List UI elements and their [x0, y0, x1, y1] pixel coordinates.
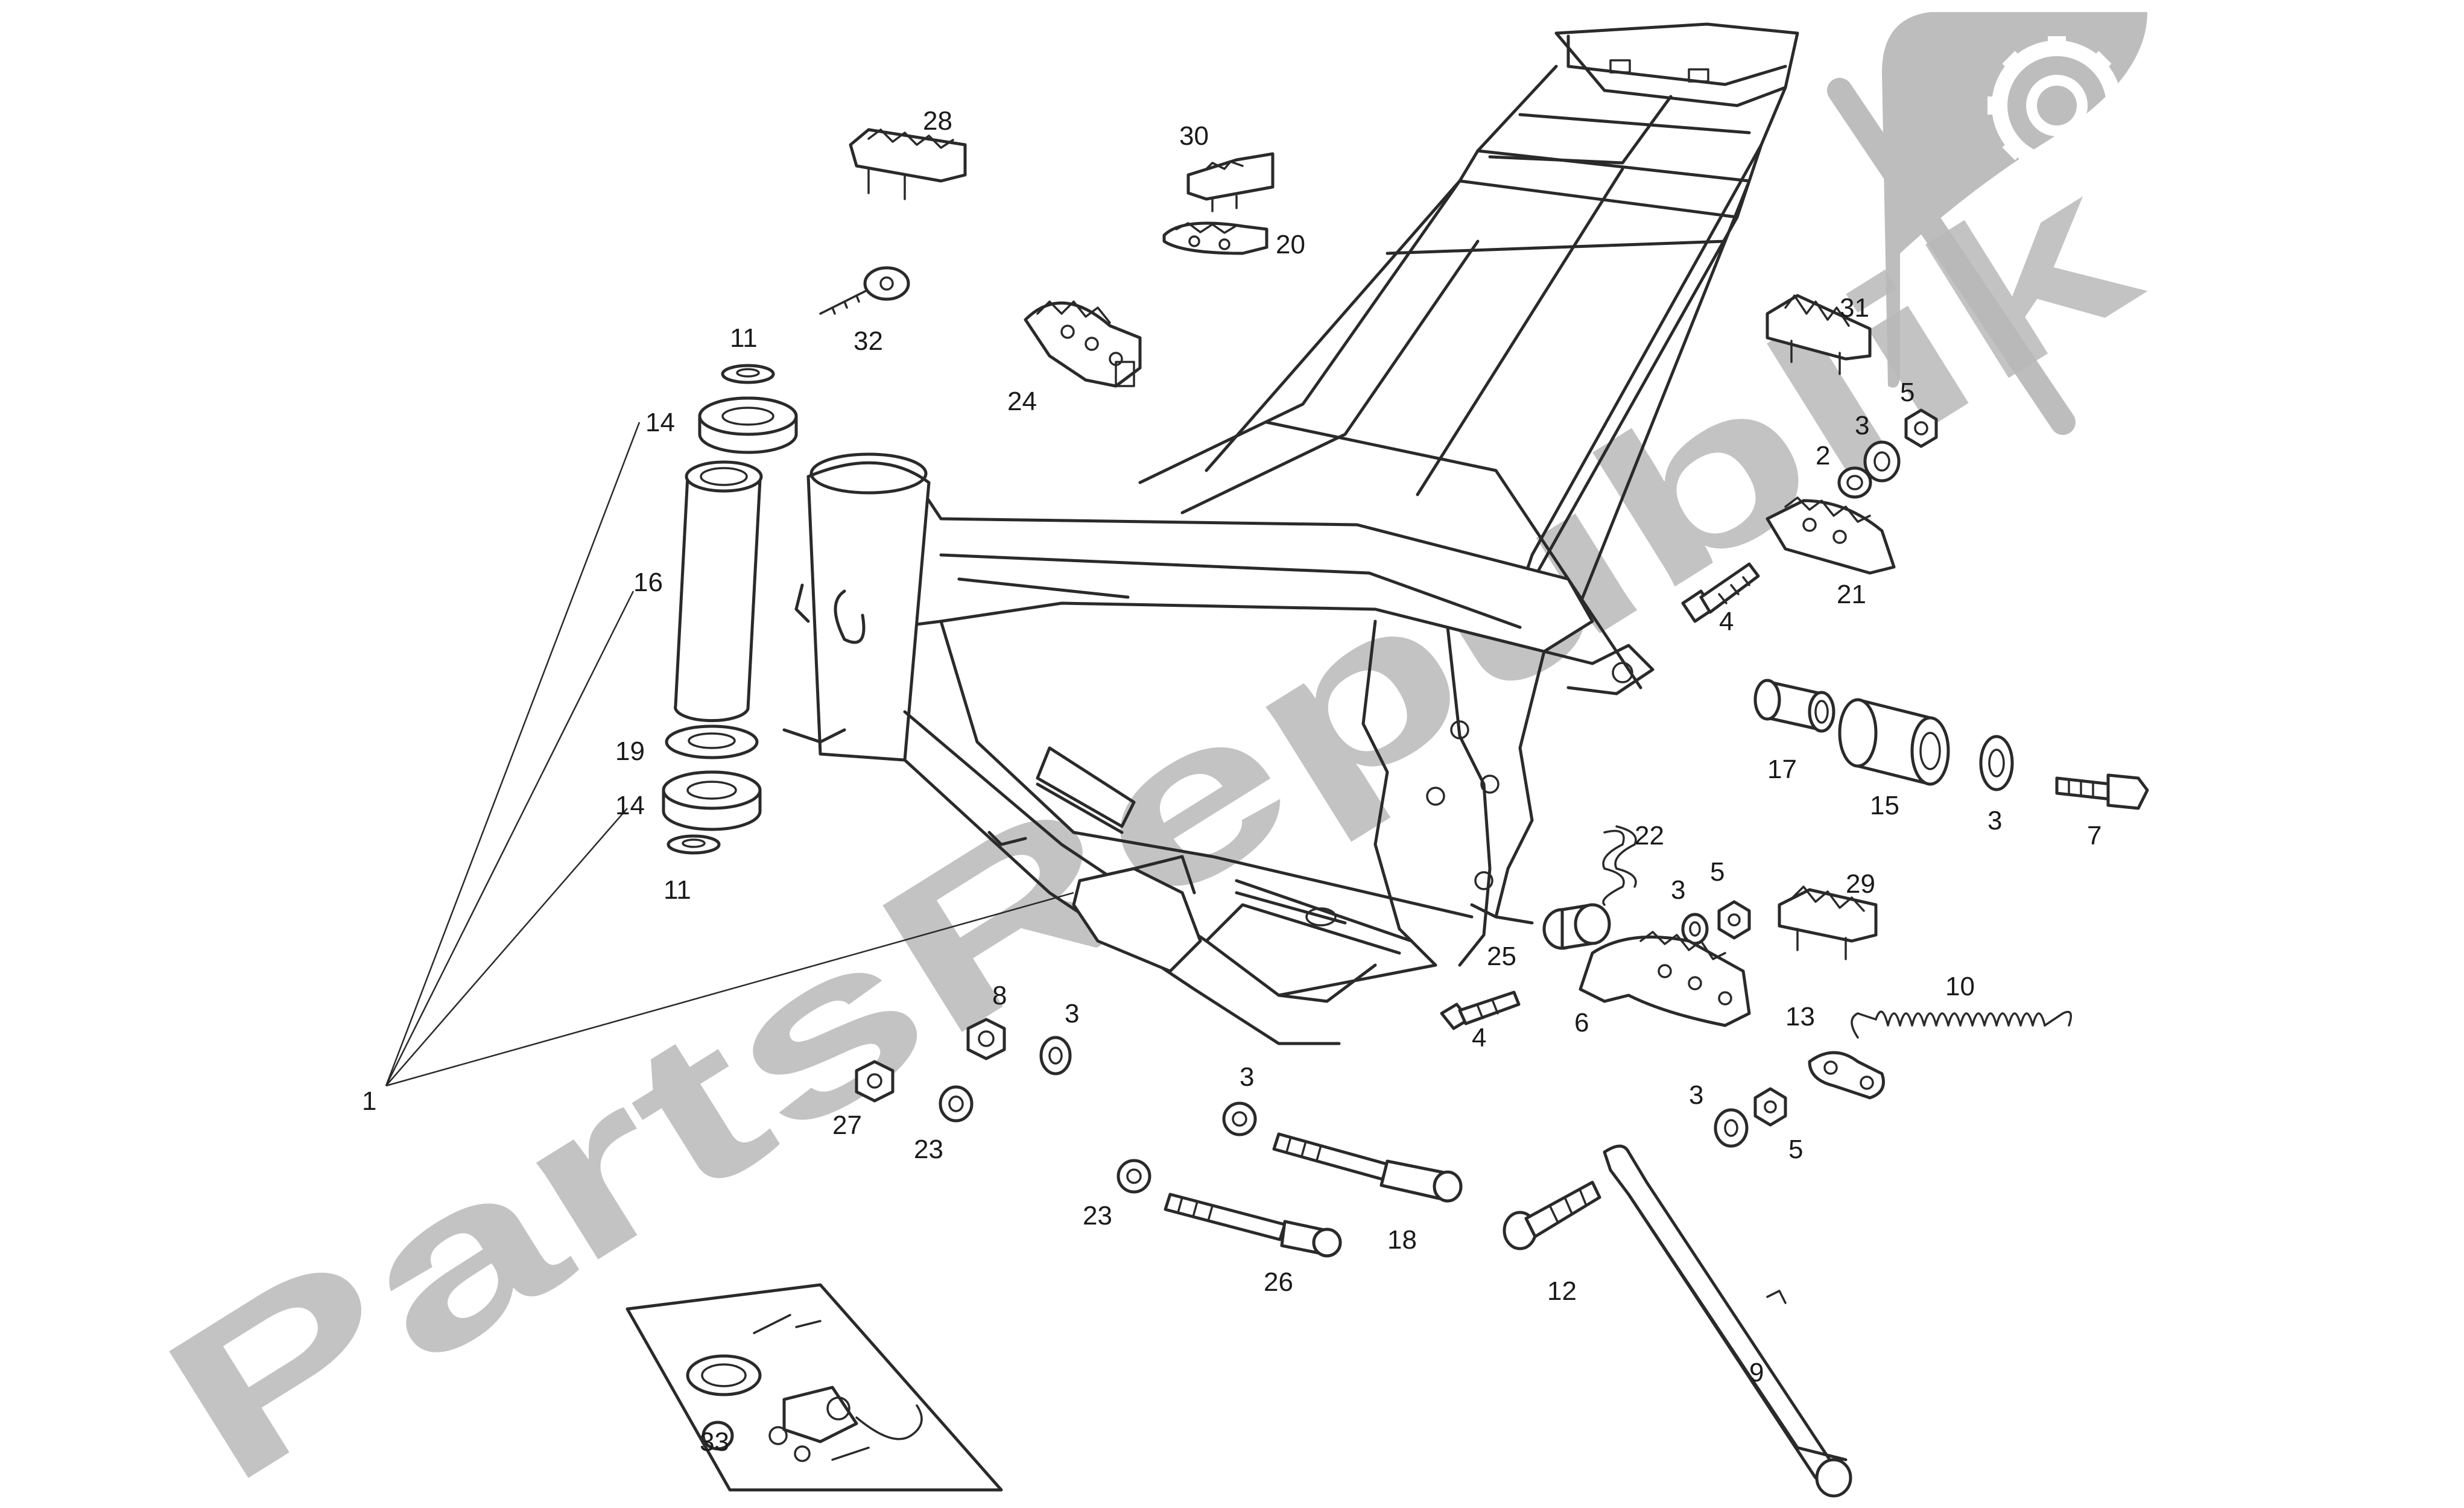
side-stand-9	[1603, 1144, 1852, 1498]
callout-label: 19	[615, 737, 645, 766]
bolt-18	[1272, 1132, 1463, 1203]
callout-label: 14	[645, 408, 675, 437]
callout-label: 5	[1788, 1135, 1803, 1164]
gear-flag-icon	[1827, 12, 2147, 435]
callout-label: 2	[1816, 441, 1830, 470]
footrest-21	[1766, 496, 1896, 575]
bolt-4-upper	[1681, 562, 1760, 623]
callout-label: 21	[1837, 580, 1866, 609]
callout-label: 7	[2087, 821, 2101, 851]
footrest-rubber-31	[1766, 294, 1872, 375]
callout-label: 4	[1472, 1023, 1486, 1053]
frame-assembly	[782, 22, 1799, 1045]
callout-label: 10	[1945, 972, 1975, 1001]
callout-label: 5	[1900, 378, 1915, 407]
washer-23-lower	[1116, 1159, 1151, 1194]
bolt-12	[1503, 1180, 1601, 1250]
callout-label: 1	[362, 1086, 376, 1116]
footrest-rubber-30	[1186, 152, 1275, 212]
callout-label: 4	[1719, 607, 1734, 636]
callout-label: 33	[700, 1427, 729, 1457]
callout-label: 29	[1846, 869, 1875, 899]
footrest-6	[1579, 931, 1751, 1027]
callout-label: 11	[664, 875, 691, 905]
bolt-4-lower	[1440, 990, 1521, 1030]
washer-3-right	[1979, 735, 2014, 791]
callout-label: 11	[730, 323, 758, 353]
callout-label: 3	[1855, 411, 1869, 440]
callout-label: 22	[1635, 821, 1664, 851]
steering-bearing-stack	[662, 364, 798, 855]
callout-label: 5	[1710, 857, 1724, 887]
footrest-24	[1024, 300, 1142, 388]
washer-23-upper	[939, 1085, 974, 1123]
callout-label: 28	[923, 106, 952, 136]
washer-3-lower-left	[1222, 1101, 1257, 1136]
nut-8	[966, 1018, 1006, 1060]
callout-label: 6	[1574, 1008, 1589, 1038]
callout-label: 9	[1749, 1358, 1764, 1387]
callout-label: 20	[1276, 230, 1305, 259]
callout-label: 23	[1083, 1201, 1112, 1231]
callout-label: 3	[1689, 1080, 1703, 1110]
callout-label: 32	[854, 326, 883, 356]
callout-label: 30	[1179, 121, 1209, 151]
callout-label: 8	[992, 981, 1007, 1010]
callout-label: 3	[1671, 875, 1685, 905]
callout-label: 15	[1870, 791, 1899, 820]
spring-22	[1602, 825, 1637, 906]
callout-label: 24	[1007, 387, 1037, 416]
bushing-15	[1838, 698, 1950, 786]
spring-10	[1851, 1010, 2073, 1039]
callout-label: 3	[1065, 999, 1079, 1028]
callout-label: 3	[1240, 1062, 1254, 1092]
washer-3-center	[1039, 1036, 1072, 1076]
callout-label: 3	[1987, 806, 2002, 835]
washer-3-upper	[1863, 440, 1901, 483]
callout-label: 12	[1547, 1276, 1577, 1306]
callout-1-leaders	[385, 422, 1074, 1087]
bracket-13	[1808, 1051, 1885, 1100]
callout-label: 16	[633, 568, 663, 597]
washer-3-lower	[1714, 1108, 1749, 1148]
bushing-25	[1542, 903, 1611, 950]
callout-label: 26	[1264, 1267, 1293, 1297]
washer-2	[1837, 466, 1872, 499]
callout-label: 14	[615, 791, 645, 820]
bolt-26	[1164, 1193, 1342, 1258]
kit-bag-33	[626, 1283, 1003, 1492]
nut-5-lower	[1753, 1087, 1787, 1127]
callout-label: 27	[832, 1110, 862, 1140]
nut-27	[855, 1060, 895, 1103]
nut-5-upper	[1904, 408, 1938, 448]
callout-label: 18	[1387, 1225, 1417, 1255]
footrest-20	[1162, 221, 1268, 255]
callout-label: 17	[1767, 755, 1797, 784]
callout-label: 25	[1487, 942, 1516, 971]
callout-label: 31	[1840, 293, 1869, 323]
footrest-rubber-29	[1778, 885, 1878, 960]
nut-5-mid	[1717, 900, 1751, 940]
callout-labels: 28 30 20 32 24 11 14 16 19 14 11 1 31 5 …	[362, 106, 2101, 1457]
footrest-rubber-28	[849, 128, 967, 200]
bolt-7	[2055, 773, 2149, 810]
callout-label: 13	[1785, 1002, 1815, 1031]
callout-label: 23	[914, 1135, 943, 1164]
bushing-17	[1753, 679, 1835, 733]
key-32	[819, 266, 910, 315]
